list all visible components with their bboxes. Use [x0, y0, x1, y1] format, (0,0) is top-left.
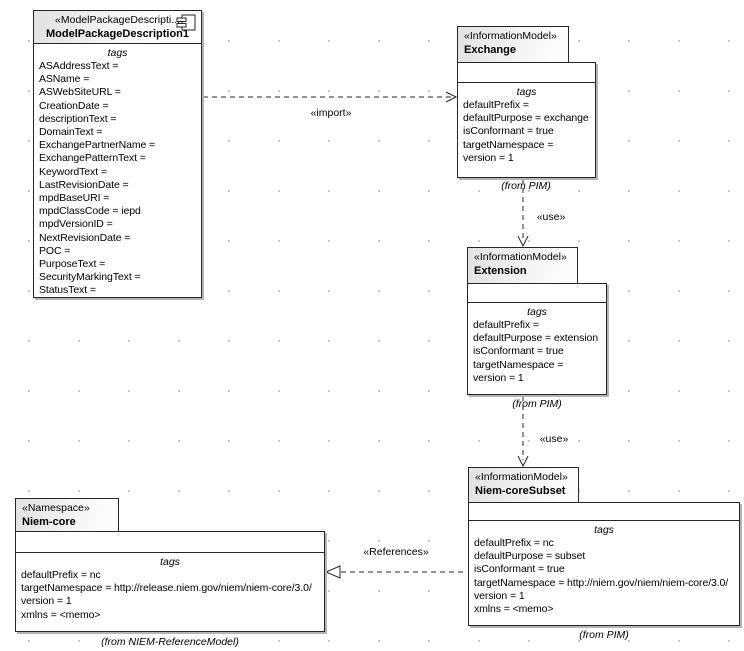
element-name: Niem-coreSubset — [475, 485, 566, 497]
tag-line: mpdClassCode = iepd — [39, 205, 141, 218]
package-tab: «InformationModel» Exchange — [457, 26, 569, 62]
element-model-package-description[interactable]: «ModelPackageDescripti... ModelPackageDe… — [33, 10, 202, 298]
package-tab: «InformationModel» Niem-coreSubset — [468, 467, 579, 502]
tag-line: defaultPrefix = nc — [21, 569, 101, 581]
tag-line: ExchangePartnerName = — [39, 139, 156, 152]
stereotype-label: «Namespace» — [22, 502, 90, 514]
import-arrowhead-icon — [445, 91, 458, 103]
import-connector[interactable] — [203, 91, 458, 103]
tag-line: descriptionText = — [39, 112, 117, 125]
tag-line: isConformant = true — [473, 345, 564, 358]
tag-line: CreationDate = — [39, 99, 109, 112]
use-arrowhead-icon — [517, 235, 529, 248]
references-connector[interactable] — [324, 565, 467, 579]
tag-line: POC = — [39, 244, 71, 257]
tag-list: defaultPrefix =defaultPurpose = exchange… — [458, 99, 595, 165]
tag-line: isConformant = true — [463, 125, 554, 138]
package-body: tags defaultPrefix =defaultPurpose = exc… — [457, 62, 596, 178]
tags-compartment-title: tags — [160, 556, 180, 568]
tag-line: PurposeText = — [39, 258, 106, 271]
tag-line: defaultPrefix = — [473, 319, 539, 331]
tag-line: ASWebSiteURL = — [39, 86, 121, 99]
tag-line: defaultPrefix = nc — [474, 537, 554, 549]
tag-line: xmlns = <memo> — [21, 608, 101, 621]
tag-line: ASAddressText = — [39, 60, 119, 72]
tag-line: targetNamespace = http://release.niem.go… — [21, 582, 312, 595]
tag-line: KeywordText = — [39, 165, 107, 178]
package-tab: «Namespace» Niem-core — [15, 498, 119, 531]
element-name: ModelPackageDescription1 — [45, 28, 190, 40]
element-name: Niem-core — [22, 516, 76, 528]
tag-line: version = 1 — [463, 151, 514, 164]
element-name: Exchange — [464, 44, 516, 56]
element-name: Extension — [474, 265, 527, 277]
tag-line: ASName = — [39, 73, 90, 86]
import-connector-label: «import» — [310, 107, 352, 119]
references-connector-label: «References» — [363, 546, 429, 558]
tag-line: version = 1 — [474, 589, 525, 602]
tags-compartment-title: tags — [516, 86, 537, 98]
empty-compartment — [16, 532, 324, 553]
tag-line: isConformant = true — [474, 563, 565, 576]
component-icon — [176, 14, 196, 31]
empty-compartment — [458, 63, 595, 83]
tag-line: targetNamespace = — [463, 138, 554, 151]
tag-list: ASAddressText =ASName =ASWebSiteURL =Cre… — [34, 60, 201, 297]
use-connector-label: «use» — [536, 211, 566, 223]
tag-line: LastRevisionDate = — [39, 178, 129, 191]
tag-line: StatusText = — [39, 284, 96, 297]
from-note: (from NIEM-ReferenceModel) — [101, 636, 239, 648]
tags-compartment-title: tags — [594, 524, 614, 536]
tag-line: targetNamespace = http://niem.gov/niem/n… — [474, 576, 729, 589]
tag-line: defaultPurpose = exchange — [463, 112, 589, 125]
tags-compartment-title: tags — [107, 47, 128, 59]
references-hollow-triangle-icon — [324, 565, 341, 579]
tag-line: defaultPrefix = — [463, 99, 529, 111]
tag-line: xmlns = <memo> — [474, 603, 554, 616]
tag-list: defaultPrefix =defaultPurpose = extensio… — [468, 319, 606, 385]
use-arrowhead-icon — [517, 455, 529, 468]
tag-line: DomainText = — [39, 126, 103, 139]
from-note: (from PIM) — [512, 398, 562, 410]
package-body: tags defaultPrefix =defaultPurpose = ext… — [467, 283, 607, 395]
tag-line: SecurityMarkingText = — [39, 271, 141, 284]
stereotype-label: «InformationModel» — [464, 30, 557, 42]
tags-compartment-title: tags — [527, 306, 547, 318]
stereotype-label: «InformationModel» — [474, 251, 567, 263]
tag-line: defaultPurpose = extension — [473, 332, 598, 345]
from-note: (from PIM) — [579, 629, 629, 641]
use-connector-label: «use» — [539, 433, 569, 445]
element-header: «ModelPackageDescripti... ModelPackageDe… — [34, 11, 201, 44]
tag-line: mpdVersionID = — [39, 218, 113, 231]
tag-line: ExchangePatternText = — [39, 152, 146, 165]
empty-compartment — [468, 284, 606, 303]
stereotype-label: «ModelPackageDescripti... — [55, 14, 180, 26]
stereotype-label: «InformationModel» — [475, 471, 568, 483]
from-note: (from PIM) — [501, 180, 551, 192]
tags-compartment: tags ASAddressText =ASName =ASWebSiteURL… — [34, 44, 201, 297]
tag-line: targetNamespace = — [473, 358, 564, 371]
tag-line: version = 1 — [473, 371, 524, 384]
package-tab: «InformationModel» Extension — [467, 247, 578, 283]
tag-line: NextRevisionDate = — [39, 231, 131, 244]
tag-line: mpdBaseURI = — [39, 192, 110, 205]
tag-line: defaultPurpose = subset — [474, 550, 586, 563]
tag-line: version = 1 — [21, 595, 72, 608]
empty-compartment — [469, 503, 739, 521]
